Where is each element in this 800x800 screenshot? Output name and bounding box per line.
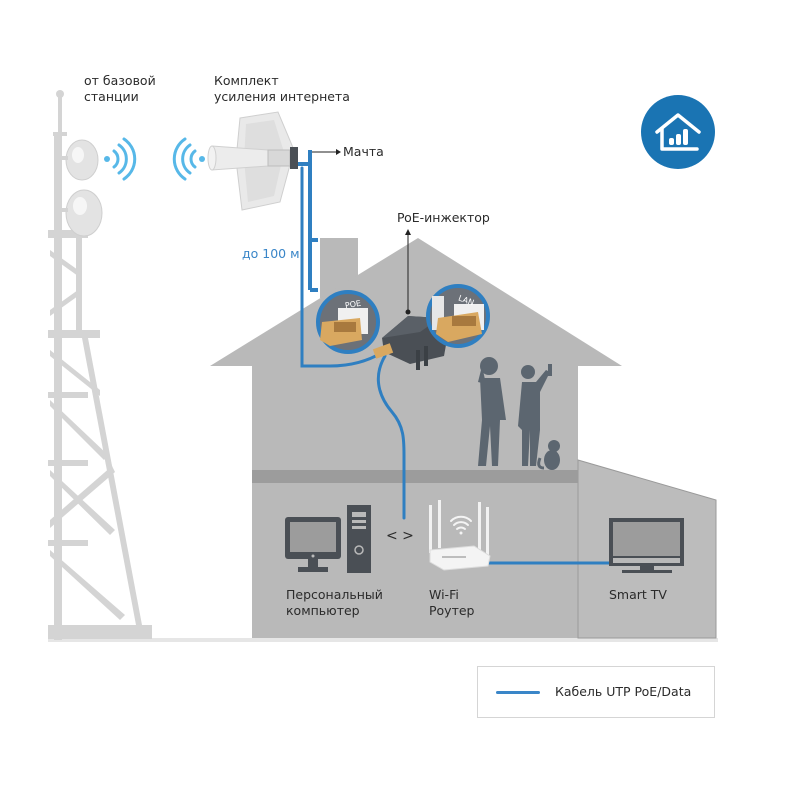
kit-label: Комплект усиления интернета [214, 73, 350, 105]
pc-label-line2: компьютер [286, 603, 360, 618]
mast-label: Мачта [343, 144, 384, 159]
ground-line [48, 638, 718, 642]
antenna-kit [207, 111, 298, 211]
people-silhouettes [478, 357, 560, 470]
router-label-line2: Роутер [429, 603, 475, 618]
poe-injector-label: PoE-инжектор [397, 210, 490, 225]
mast [298, 150, 318, 292]
poe-port-label: POE [344, 298, 362, 311]
legend: Кабель UTP PoE/Data [477, 666, 715, 718]
kit-label-line2: усиления интернета [214, 89, 350, 104]
poe-port-callout [316, 290, 380, 354]
home-signal-icon [641, 95, 715, 169]
legend-cable-swatch [496, 691, 540, 694]
injector-pointer [405, 229, 411, 315]
floor-band [252, 470, 578, 483]
base-station-label-line1: от базовой [84, 73, 156, 88]
base-station-label-line2: станции [84, 89, 139, 104]
tv-label: Smart TV [609, 587, 667, 602]
kit-label-line1: Комплект [214, 73, 279, 88]
router-label: Wi-Fi Роутер [429, 587, 475, 619]
pc-label: Персональный компьютер [286, 587, 383, 619]
lan-port-callout [426, 284, 490, 348]
distance-label: до 100 м [242, 246, 300, 261]
pc-icon [285, 505, 371, 573]
legend-text: Кабель UTP PoE/Data [555, 684, 692, 699]
router-wifi-icon [450, 515, 472, 535]
connection-arrows: < > [386, 528, 414, 544]
tv-icon [609, 518, 684, 573]
router-label-line1: Wi-Fi [429, 587, 459, 602]
base-station-label: от базовой станции [84, 73, 156, 105]
pc-label-line1: Персональный [286, 587, 383, 602]
cell-tower [48, 90, 152, 640]
base-station-dishes [54, 139, 103, 237]
signal-receive-icon [172, 137, 205, 181]
wifi-signal-icon [104, 137, 137, 181]
mast-pointer [312, 149, 341, 155]
router-icon [429, 500, 491, 571]
